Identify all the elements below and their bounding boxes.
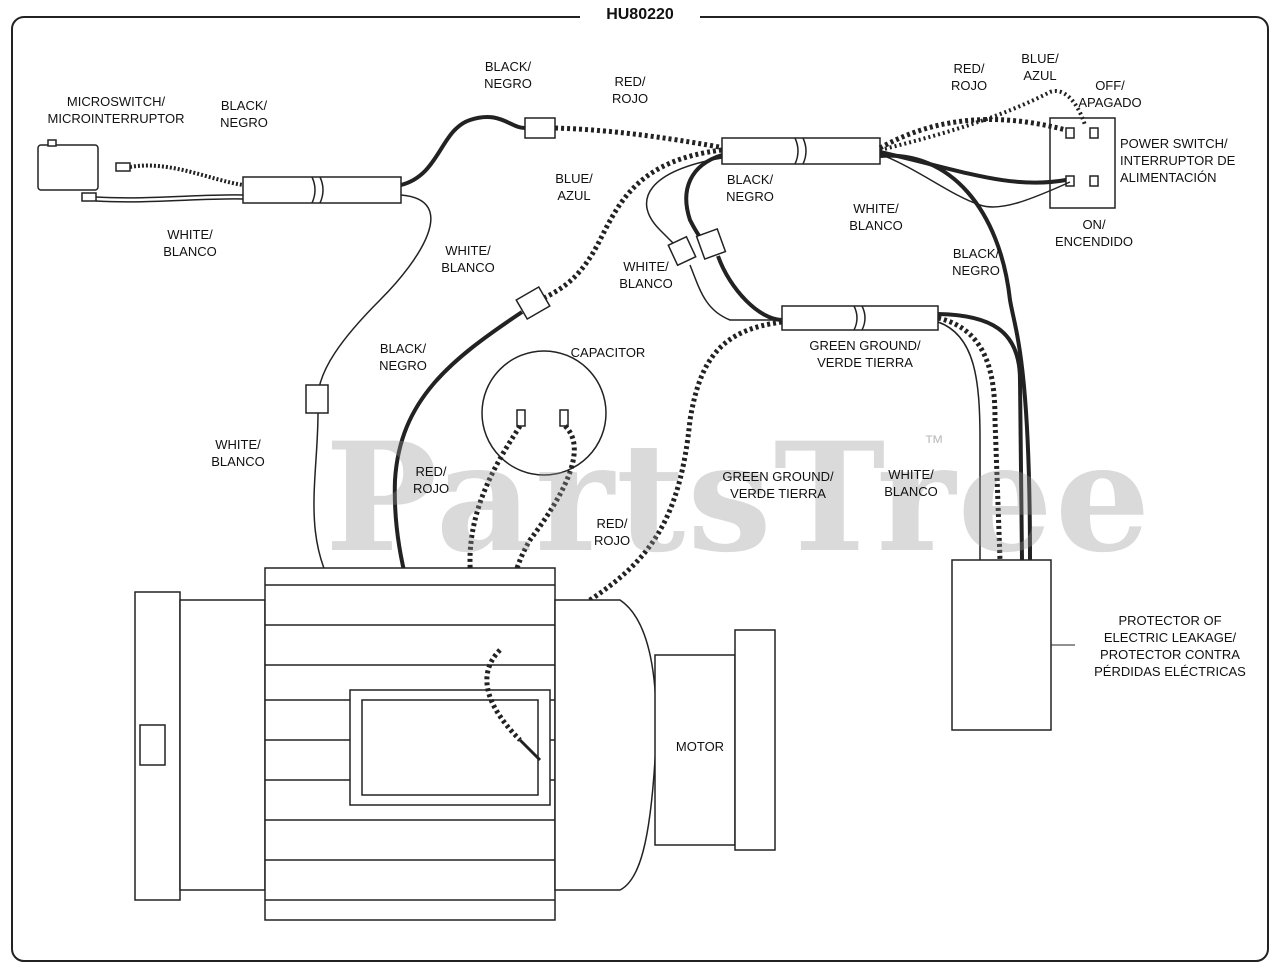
- wires-microswitch: [95, 163, 244, 203]
- microswitch: [37, 139, 131, 202]
- label-white-blanco-6: WHITE/ BLANCO: [884, 467, 938, 499]
- motor: [134, 567, 776, 921]
- label-blue-azul-right: BLUE/ AZUL: [1021, 51, 1059, 83]
- label-black-negro-4: BLACK/ NEGRO: [952, 246, 1000, 278]
- label-black-negro-5: BLACK/ NEGRO: [379, 341, 427, 373]
- trademark: ™: [924, 432, 944, 454]
- label-microswitch: MICROSWITCH/ MICROINTERRUPTOR: [47, 94, 185, 126]
- sleeve-microswitch: [242, 176, 402, 204]
- label-power-switch: POWER SWITCH/ INTERRUPTOR DE ALIMENTACIÓ…: [1120, 136, 1236, 185]
- label-off-apagado: OFF/ APAGADO: [1078, 78, 1142, 110]
- protector-box: [951, 559, 1052, 731]
- label-red-rojo-right: RED/ ROJO: [950, 61, 988, 93]
- label-white-blanco-2: WHITE/ BLANCO: [849, 201, 903, 233]
- label-black-negro-2: BLACK/ NEGRO: [484, 59, 532, 91]
- label-white-blanco-4: WHITE/ BLANCO: [619, 259, 673, 291]
- label-protector: PROTECTOR OF ELECTRIC LEAKAGE/ PROTECTOR…: [1094, 613, 1246, 679]
- sleeve-lower: [781, 305, 939, 331]
- label-black-negro-1: BLACK/ NEGRO: [220, 98, 268, 130]
- motor-leads: [484, 648, 542, 762]
- watermark: PartsTree: [325, 410, 1153, 586]
- label-black-negro-3: BLACK/ NEGRO: [726, 172, 774, 204]
- diagram-title: HU80220: [580, 6, 700, 24]
- wire-black-top: [400, 114, 726, 187]
- label-green-ground-1: GREEN GROUND/ VERDE TIERRA: [809, 338, 921, 370]
- wire-green-ground: [499, 319, 783, 653]
- label-green-ground-2: GREEN GROUND/ VERDE TIERRA: [722, 469, 834, 501]
- label-red-rojo-top: RED/ ROJO: [611, 74, 649, 106]
- power-switch: [1049, 117, 1116, 209]
- sleeve-center: [721, 137, 881, 165]
- label-blue-azul-left: BLUE/ AZUL: [555, 171, 593, 203]
- label-white-blanco-5: WHITE/ BLANCO: [211, 437, 265, 469]
- label-motor: MOTOR: [675, 739, 725, 754]
- label-on-encendido: ON/ ENCENDIDO: [1054, 217, 1133, 249]
- label-white-blanco-3: WHITE/ BLANCO: [441, 243, 495, 275]
- label-red-rojo-cap1: RED/ ROJO: [412, 464, 450, 496]
- wires-power-switch: [878, 89, 1087, 561]
- label-red-rojo-cap2: RED/ ROJO: [593, 516, 631, 548]
- label-capacitor: CAPACITOR: [570, 345, 646, 360]
- wires-protector: [937, 312, 1024, 561]
- label-white-blanco-1: WHITE/ BLANCO: [163, 227, 217, 259]
